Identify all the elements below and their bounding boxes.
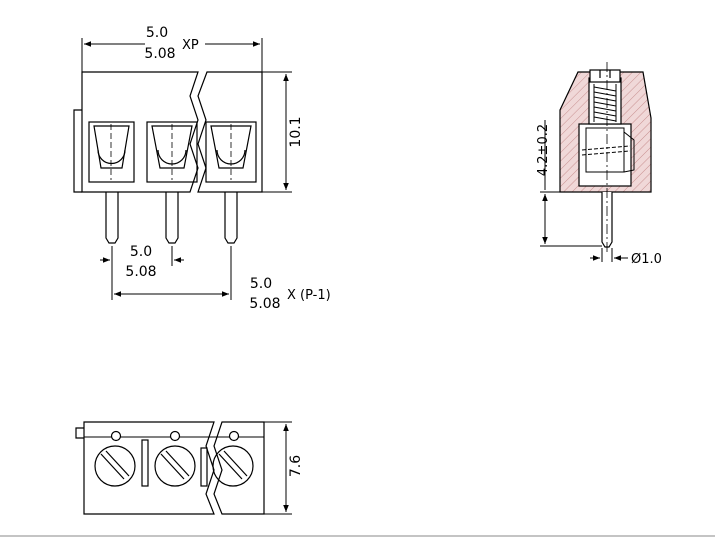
pin-pitch-line2: 5.08 — [125, 264, 156, 280]
top-separator-1 — [141, 439, 149, 487]
side-view — [540, 62, 652, 262]
screw-head-3 — [212, 445, 254, 487]
screw-head — [589, 69, 621, 83]
front-flange — [73, 109, 82, 193]
top-flange-tab — [75, 427, 84, 439]
pin-3 — [224, 192, 238, 244]
front-body-left — [81, 71, 199, 193]
height-dimension-label: 10.1 — [288, 116, 304, 147]
span-line1: 5.0 — [250, 276, 272, 292]
screw-head-1 — [94, 445, 136, 487]
top-separator-2 — [200, 447, 208, 487]
span-suffix: X (P-1) — [287, 288, 331, 303]
pin-1 — [105, 192, 119, 244]
screw-head-2 — [154, 445, 196, 487]
wire-clamp — [581, 127, 635, 173]
pin-length-label: 4.2±0.2 — [536, 124, 551, 176]
wire-entry-2 — [146, 121, 198, 183]
top-body-left — [83, 421, 215, 515]
front-view — [73, 38, 292, 300]
top-pitch-line2: 5.08 — [144, 46, 175, 62]
top-hole-3 — [228, 430, 240, 442]
top-pitch-suffix: XP — [182, 38, 199, 53]
front-body-right — [197, 71, 263, 193]
pin-pitch-line1: 5.0 — [130, 244, 152, 260]
screw-thread — [593, 84, 617, 122]
pin-2 — [165, 192, 179, 244]
top-hole-2 — [169, 430, 181, 442]
depth-dimension-label: 7.6 — [288, 455, 304, 477]
pin-diameter-label: Ø1.0 — [631, 252, 662, 267]
top-hole-1 — [110, 430, 122, 442]
top-view — [75, 421, 292, 515]
side-cavity — [578, 123, 632, 187]
wire-entry-3 — [205, 121, 257, 183]
top-pitch-line1: 5.0 — [146, 25, 168, 41]
span-line2: 5.08 — [249, 296, 280, 312]
wire-entry-1 — [88, 121, 135, 183]
